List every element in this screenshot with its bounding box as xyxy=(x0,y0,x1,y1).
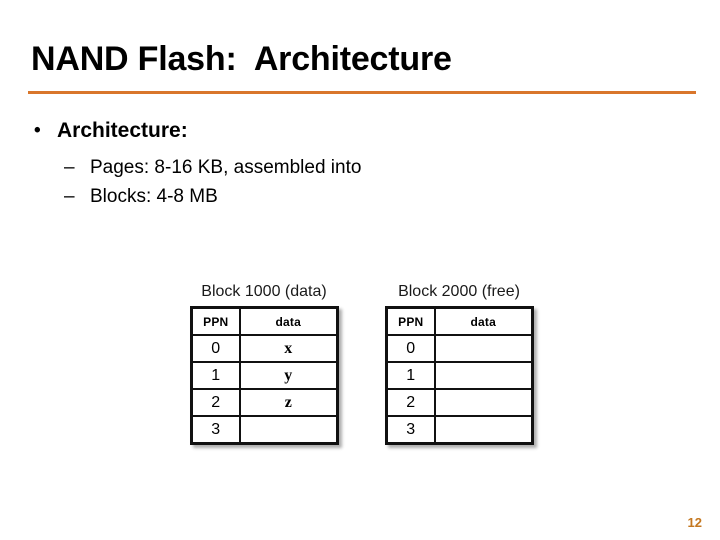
cell-ppn: 2 xyxy=(385,388,436,417)
bullet-text: Architecture: xyxy=(57,119,188,142)
cell-data: z xyxy=(238,388,339,417)
block-figure-2000: Block 2000 (free) PPN data 0 1 2 xyxy=(385,283,534,445)
cell-data: y xyxy=(238,361,339,390)
table-row: 0 x xyxy=(190,334,339,363)
page-number: 12 xyxy=(687,515,702,530)
bullet-list: • Architecture: – Pages: 8-16 KB, assemb… xyxy=(28,116,648,211)
cell-data xyxy=(433,361,534,390)
bullet-item-pages: – Pages: 8-16 KB, assembled into xyxy=(28,153,648,182)
table-header-row: PPN data xyxy=(385,306,534,336)
cell-data xyxy=(433,334,534,363)
table-row: 2 xyxy=(385,388,534,417)
cell-data xyxy=(433,388,534,417)
cell-data xyxy=(433,415,534,445)
dash-marker-icon: – xyxy=(64,157,75,178)
table-row: 0 xyxy=(385,334,534,363)
bullet-item-architecture: • Architecture: xyxy=(28,116,648,146)
cell-ppn: 3 xyxy=(385,415,436,445)
table-row: 1 xyxy=(385,361,534,390)
column-header-ppn: PPN xyxy=(190,306,241,336)
title-divider xyxy=(28,91,696,94)
column-header-data: data xyxy=(433,306,534,336)
column-header-data: data xyxy=(238,306,339,336)
bullet-text: Pages: 8-16 KB, assembled into xyxy=(90,157,362,178)
cell-ppn: 1 xyxy=(190,361,241,390)
cell-ppn: 1 xyxy=(385,361,436,390)
bullet-text: Blocks: 4-8 MB xyxy=(90,186,218,207)
table-header-row: PPN data xyxy=(190,306,339,336)
block-table: PPN data 0 1 2 3 xyxy=(385,306,534,445)
bullet-marker-icon: • xyxy=(34,120,41,141)
table-row: 3 xyxy=(190,415,339,445)
cell-ppn: 3 xyxy=(190,415,241,445)
dash-marker-icon: – xyxy=(64,186,75,207)
bullet-item-blocks: – Blocks: 4-8 MB xyxy=(28,182,648,211)
cell-ppn: 2 xyxy=(190,388,241,417)
table-row: 2 z xyxy=(190,388,339,417)
page-title: NAND Flash: Architecture xyxy=(31,40,452,78)
cell-data xyxy=(238,415,339,445)
block-table: PPN data 0 x 1 y 2 z 3 xyxy=(190,306,339,445)
block-caption: Block 1000 (data) xyxy=(201,283,327,300)
cell-ppn: 0 xyxy=(190,334,241,363)
block-caption: Block 2000 (free) xyxy=(398,283,520,300)
cell-data: x xyxy=(238,334,339,363)
table-row: 1 y xyxy=(190,361,339,390)
cell-ppn: 0 xyxy=(385,334,436,363)
block-figure-1000: Block 1000 (data) PPN data 0 x 1 y xyxy=(190,283,339,445)
table-row: 3 xyxy=(385,415,534,445)
column-header-ppn: PPN xyxy=(385,306,436,336)
